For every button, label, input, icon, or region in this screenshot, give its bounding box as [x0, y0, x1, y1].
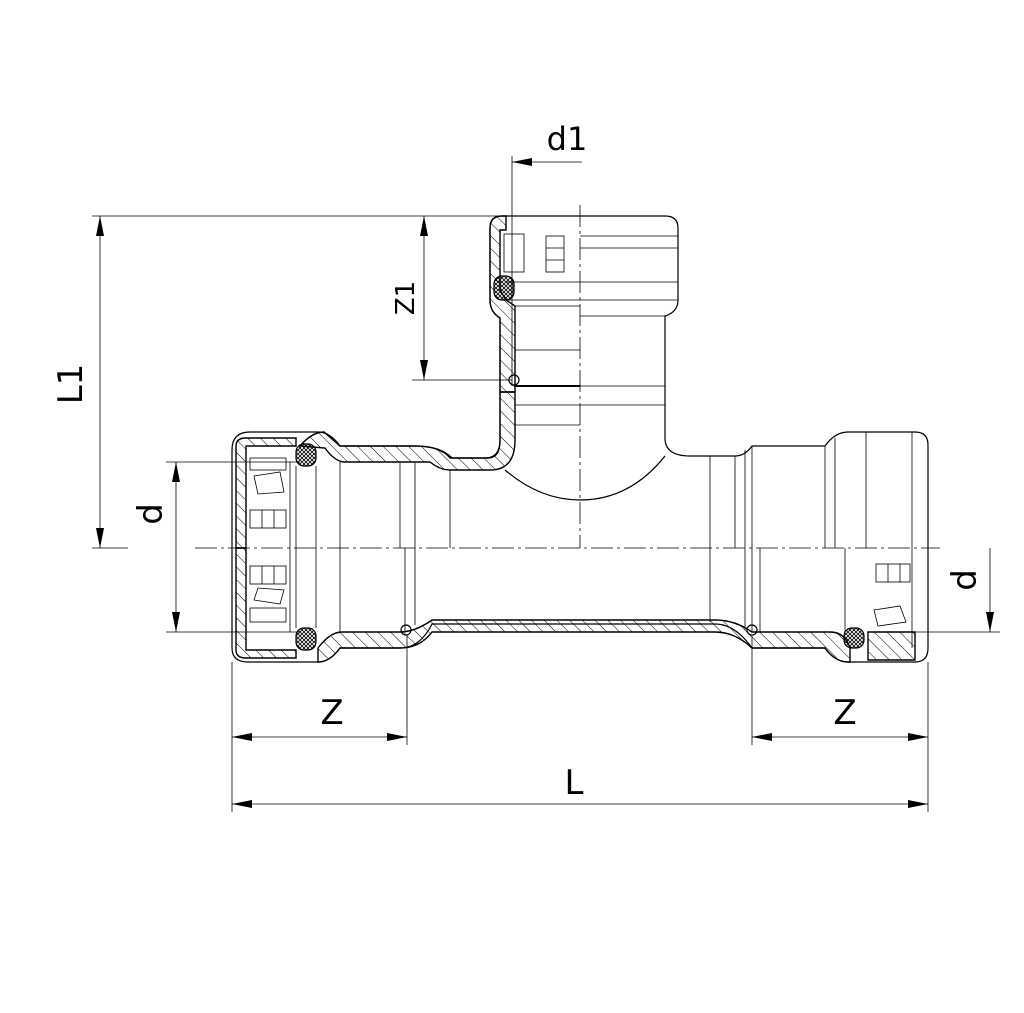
extension-lines	[92, 156, 1000, 812]
stop-bead	[400, 624, 412, 636]
label-d1: d1	[547, 120, 588, 158]
left-sleeve-bottom	[235, 547, 297, 659]
right-grip-ring	[843, 563, 916, 661]
dimension-labels: d1 Z1 L1 d d Z Z L	[51, 120, 985, 803]
center-lines	[195, 205, 940, 549]
grip-tooth	[253, 587, 285, 605]
grip-tooth	[875, 563, 911, 583]
label-l: L	[565, 763, 584, 803]
grip-tooth	[249, 607, 287, 623]
grip-tooth	[873, 605, 907, 627]
lower-wall-section	[317, 619, 851, 663]
dimension-lines	[96, 158, 994, 808]
branch-wall-section	[489, 215, 516, 393]
left-oring-bottom	[295, 627, 317, 651]
branch-oring	[493, 275, 515, 301]
label-z-right: Z	[833, 693, 856, 733]
label-z1: Z1	[391, 281, 421, 315]
grip-tooth	[545, 235, 565, 273]
branch-saddle-curve	[504, 455, 666, 501]
left-grip-ring	[235, 437, 317, 659]
upper-left-wall-section	[298, 391, 516, 471]
grip-tooth	[249, 509, 287, 529]
right-sleeve-bottom	[867, 631, 916, 661]
stop-bead	[746, 624, 758, 636]
grip-tooth	[249, 457, 287, 471]
branch-grip-ring	[493, 233, 565, 301]
label-z-left: Z	[320, 693, 343, 733]
left-oring-top	[295, 443, 317, 467]
grip-tooth	[503, 233, 525, 273]
label-d-left: d	[131, 503, 171, 525]
grip-tooth	[253, 471, 285, 495]
label-d-right: d	[945, 569, 985, 591]
grip-tooth	[249, 565, 287, 585]
right-oring-bottom	[843, 627, 865, 649]
label-l1: L1	[51, 364, 91, 405]
left-sleeve-top	[235, 437, 297, 549]
tee-body	[231, 215, 929, 663]
